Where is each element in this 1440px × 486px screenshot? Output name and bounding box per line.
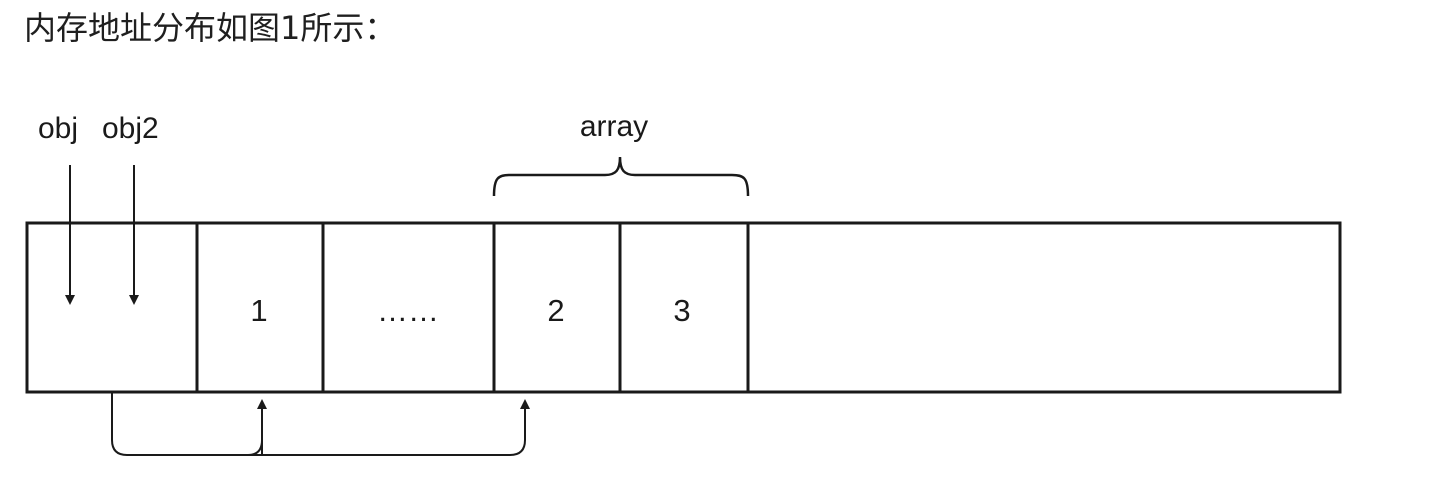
reference-connector (111, 392, 526, 456)
cell-value-2: 2 (547, 293, 564, 328)
obj2-label: obj2 (102, 112, 159, 145)
cell-value-1: 1 (250, 293, 267, 328)
array-label: array (580, 110, 648, 143)
memory-block (25, 221, 1342, 394)
obj-label: obj (38, 112, 78, 145)
cell-ellipsis: …… (377, 293, 439, 328)
cell-value-3: 3 (673, 293, 690, 328)
diagram-caption: 内存地址分布如图1所示： (24, 9, 397, 47)
array-brace (492, 156, 750, 197)
reference-connector-curve (247, 439, 263, 456)
